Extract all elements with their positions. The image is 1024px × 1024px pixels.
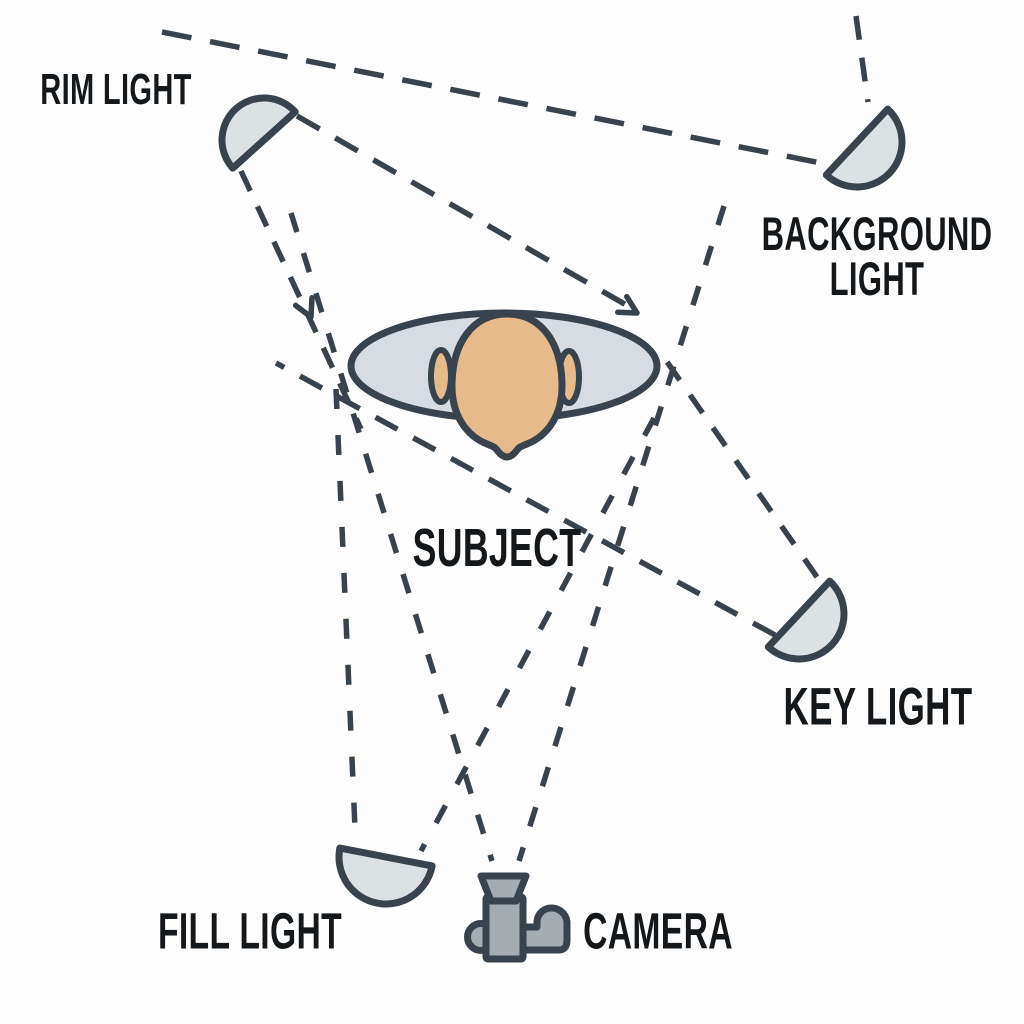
fill-light-beam-right-line xyxy=(418,416,657,853)
video-camera-icon xyxy=(464,872,571,963)
background-light-beam-far-line xyxy=(161,29,822,166)
background-light-label-line1: BACKGROUND xyxy=(761,207,993,260)
rim-light-label: RIM LIGHT xyxy=(40,65,192,114)
rim-beam-right-arrowhead-icon xyxy=(615,293,640,316)
fill-light-beam-left-line xyxy=(333,388,359,852)
rim-light-beam-left-line xyxy=(238,169,364,431)
camera-grip xyxy=(519,904,571,954)
camera-view-cone-right-line xyxy=(516,205,727,862)
key-light-label: KEY LIGHT xyxy=(783,677,973,737)
background-light-label-line2: LIGHT xyxy=(829,252,925,305)
beam-lines xyxy=(161,15,871,862)
camera-body xyxy=(482,893,527,963)
person-top-view-icon xyxy=(347,309,661,461)
rim-light-beam-right-line xyxy=(295,113,630,309)
fill-light-icon xyxy=(335,844,436,908)
subject-label: SUBJECT xyxy=(412,518,582,578)
key-light-beam-right-line xyxy=(662,357,820,579)
background-light-beam-near-line xyxy=(853,15,871,103)
camera-lens-hood xyxy=(477,872,530,905)
key-light-beam-left-line xyxy=(274,360,777,638)
background-light-label: BACKGROUND LIGHT xyxy=(761,207,993,305)
camera-view-cone-left-line xyxy=(288,212,495,862)
rim-beam-left-arrowhead-icon xyxy=(292,295,315,320)
rim-light-icon xyxy=(218,94,299,172)
camera-label: CAMERA xyxy=(583,902,733,960)
subject-left-ear xyxy=(428,347,454,405)
key-light-icon xyxy=(764,577,848,663)
background-light-icon xyxy=(822,105,906,191)
fill-light-label: FILL LIGHT xyxy=(157,902,343,960)
subject-head xyxy=(448,310,566,461)
